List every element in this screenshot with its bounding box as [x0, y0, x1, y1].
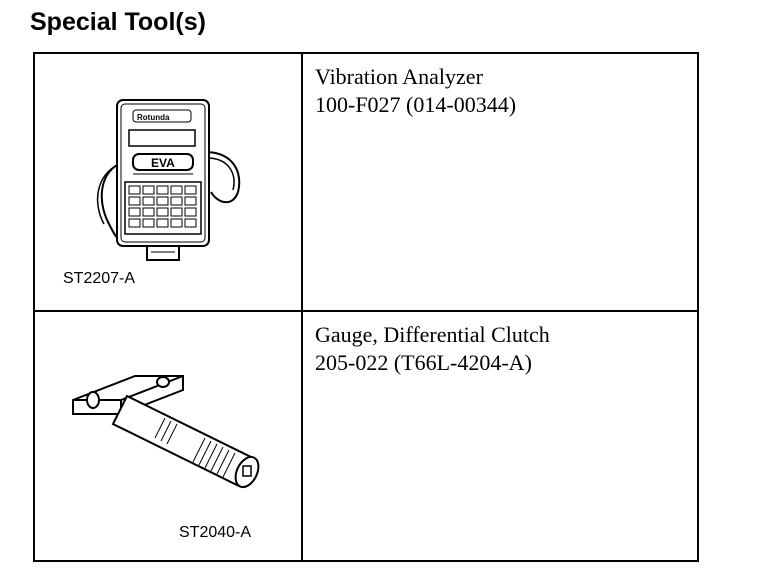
brand-label: Rotunda: [137, 113, 170, 122]
logo-label: EVA: [151, 156, 175, 170]
tool-number: 205-022 (T66L-4204-A): [315, 350, 532, 375]
tool-illustration-cell: Rotunda EVA ST2207-A: [35, 54, 303, 310]
illustration-caption: ST2207-A: [63, 270, 136, 287]
tool-name: Vibration Analyzer: [315, 64, 483, 89]
tool-description-cell: Vibration Analyzer 100-F027 (014-00344): [303, 54, 697, 310]
tool-illustration-cell: ST2040-A: [35, 312, 303, 560]
vibration-analyzer-icon: Rotunda EVA: [96, 99, 241, 261]
table-row: ST2040-A Gauge, Differential Clutch 205-…: [35, 312, 697, 560]
illustration-caption: ST2040-A: [179, 524, 252, 541]
tool-description-cell: Gauge, Differential Clutch 205-022 (T66L…: [303, 312, 697, 560]
tool-number: 100-F027 (014-00344): [315, 92, 517, 117]
special-tools-table: Rotunda EVA ST2207-A: [33, 52, 699, 562]
differential-clutch-gauge-icon: [72, 375, 260, 489]
table-row: Rotunda EVA ST2207-A: [35, 54, 697, 312]
page-title: Special Tool(s): [30, 8, 206, 36]
tool-name: Gauge, Differential Clutch: [315, 322, 550, 347]
